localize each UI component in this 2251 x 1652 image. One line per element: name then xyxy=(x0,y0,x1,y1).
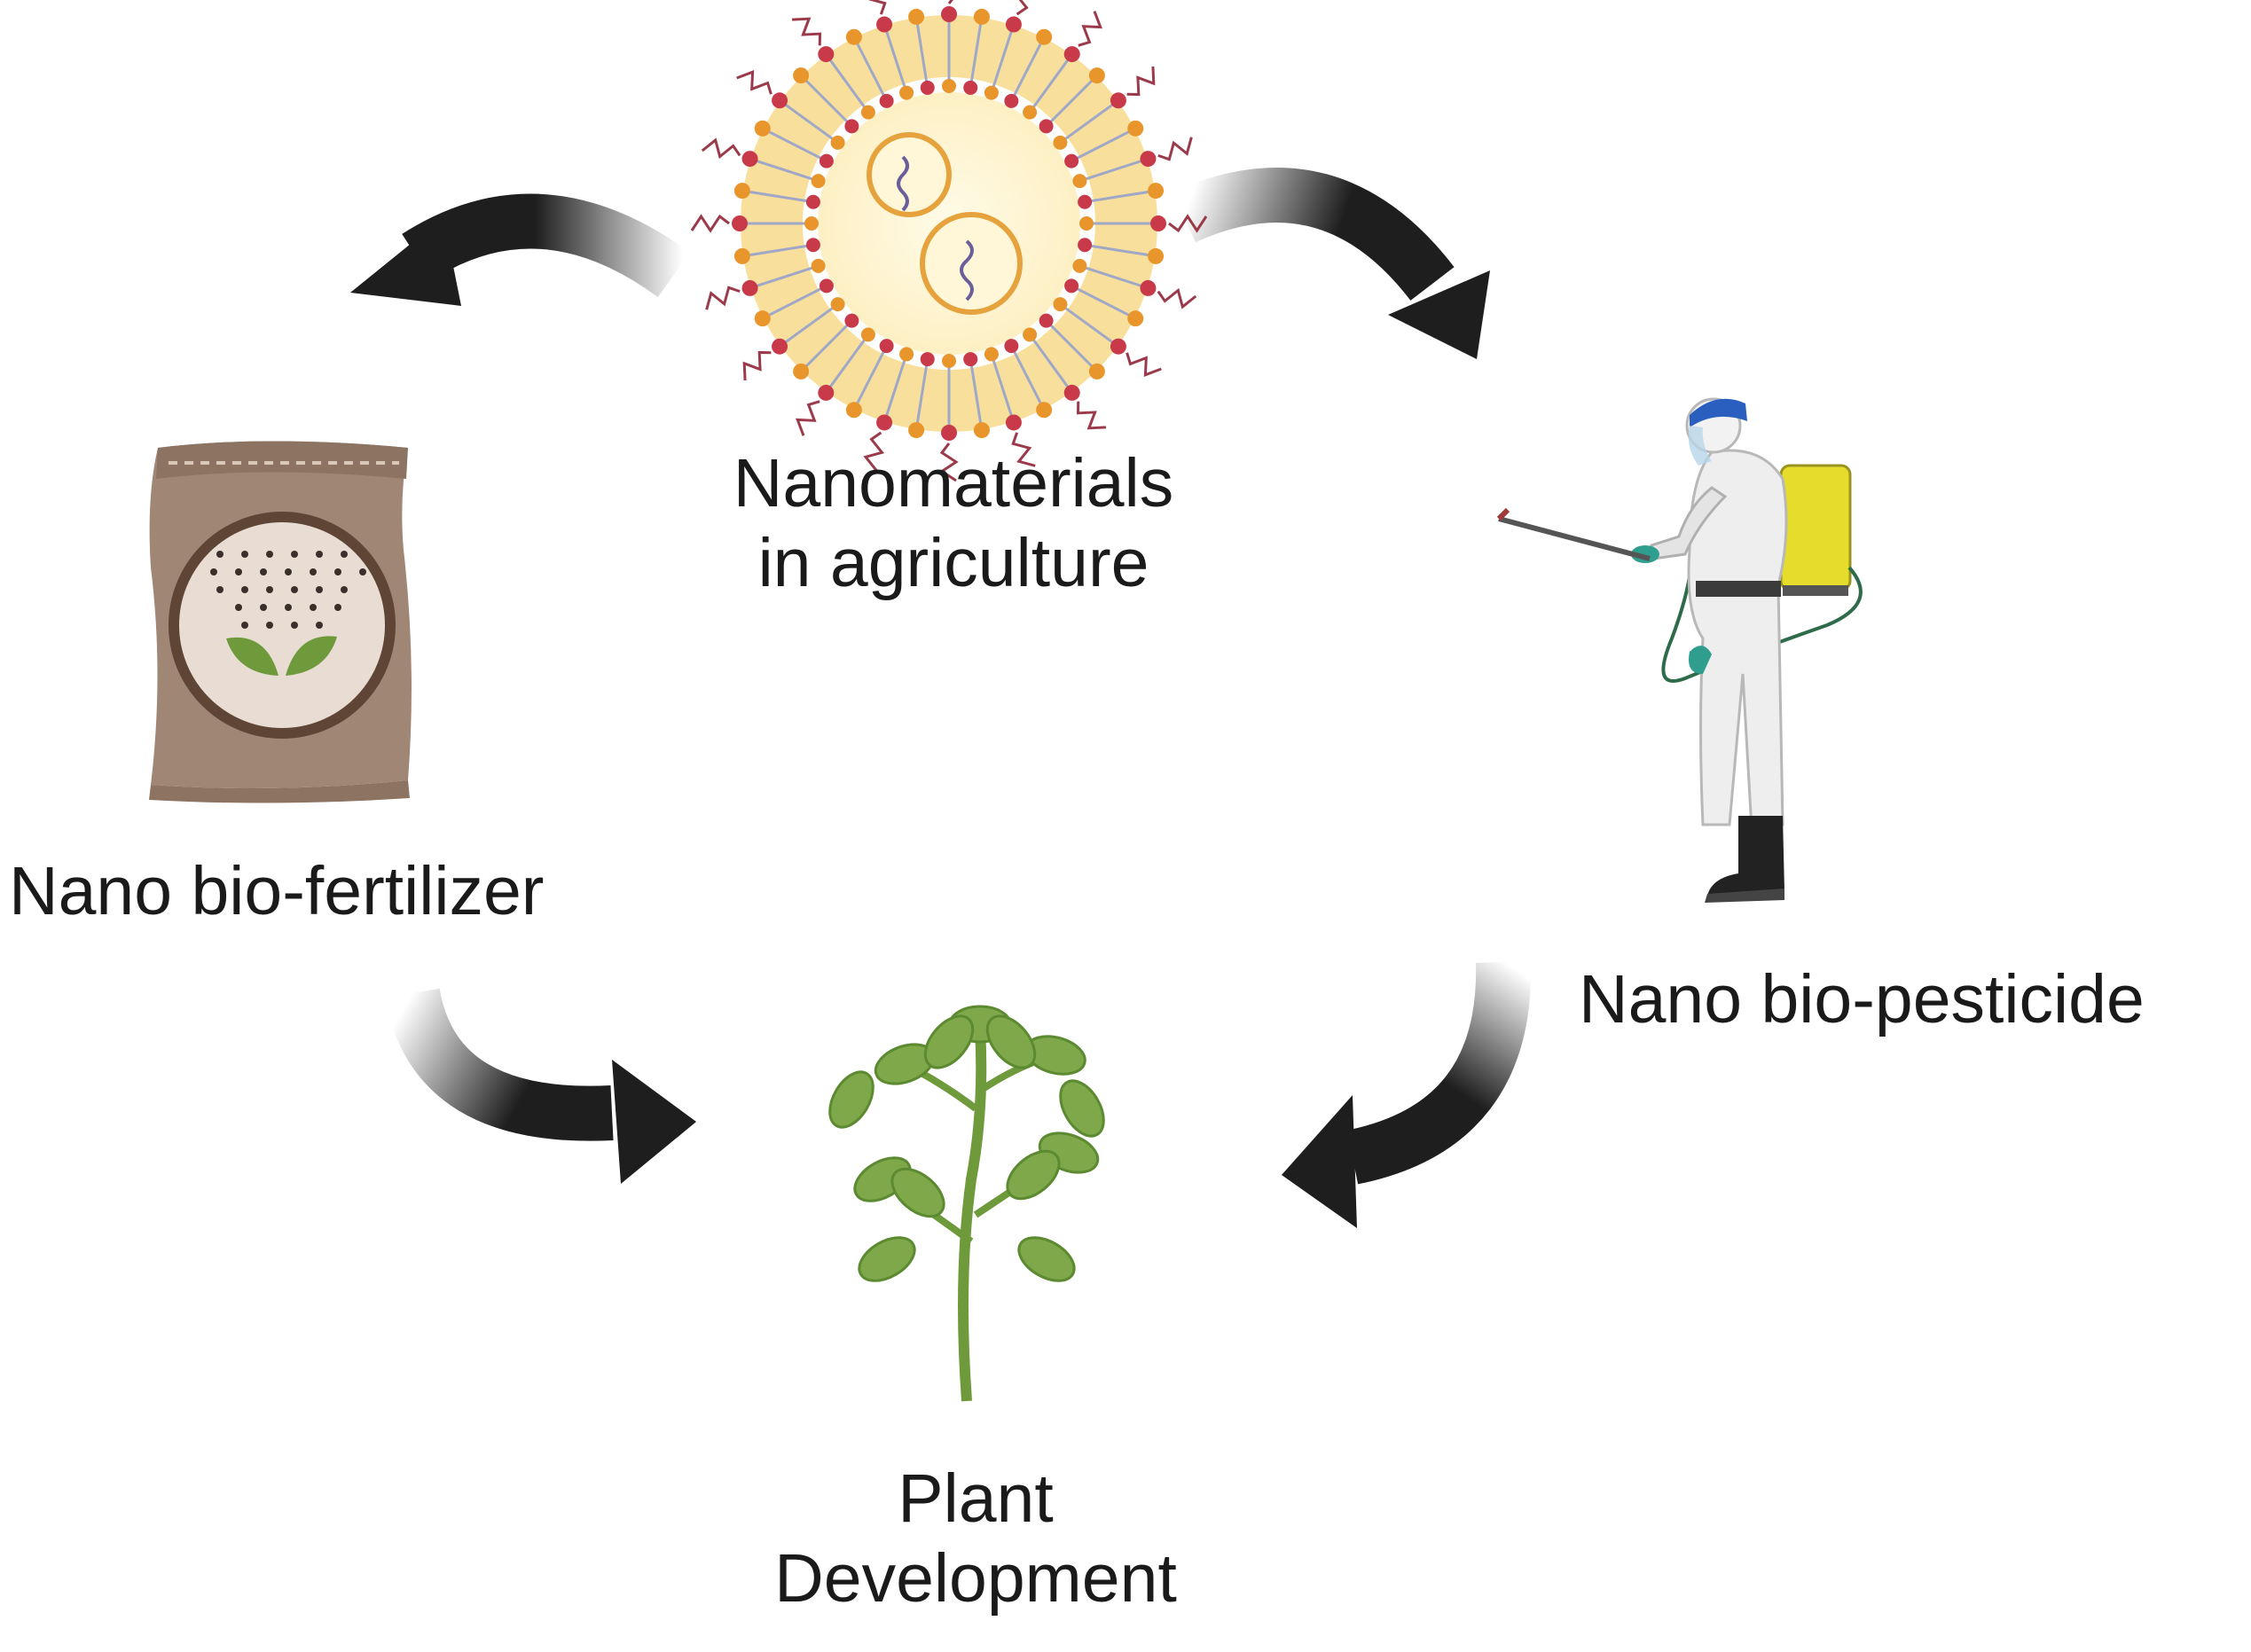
nanomaterials-label: Nanomaterials in agriculture xyxy=(683,443,1224,603)
fertilizer-label: Nano bio-fertilizer xyxy=(9,853,545,929)
plant-label-line1: Plant xyxy=(898,1460,1054,1537)
sprayer-worker-icon xyxy=(1496,397,1863,903)
plant-label: Plant Development xyxy=(701,1459,1251,1618)
plant-icon xyxy=(828,1005,1105,1402)
arrow-nanomaterials-to-pesticide xyxy=(1173,168,1490,359)
arrow-pesticide-to-plant xyxy=(1282,961,1532,1228)
arrow-nanomaterials-to-fertilizer xyxy=(350,193,691,306)
plant-label-line2: Development xyxy=(774,1540,1177,1617)
arrow-fertilizer-to-plant xyxy=(385,987,696,1184)
liposome-nanoparticle-icon xyxy=(690,0,1208,482)
fertilizer-bag-icon xyxy=(149,441,412,803)
nanomaterials-label-line2: in agriculture xyxy=(757,525,1149,601)
nanomaterials-label-line1: Nanomaterials xyxy=(733,445,1174,521)
pesticide-label: Nano bio-pesticide xyxy=(1579,961,2145,1037)
